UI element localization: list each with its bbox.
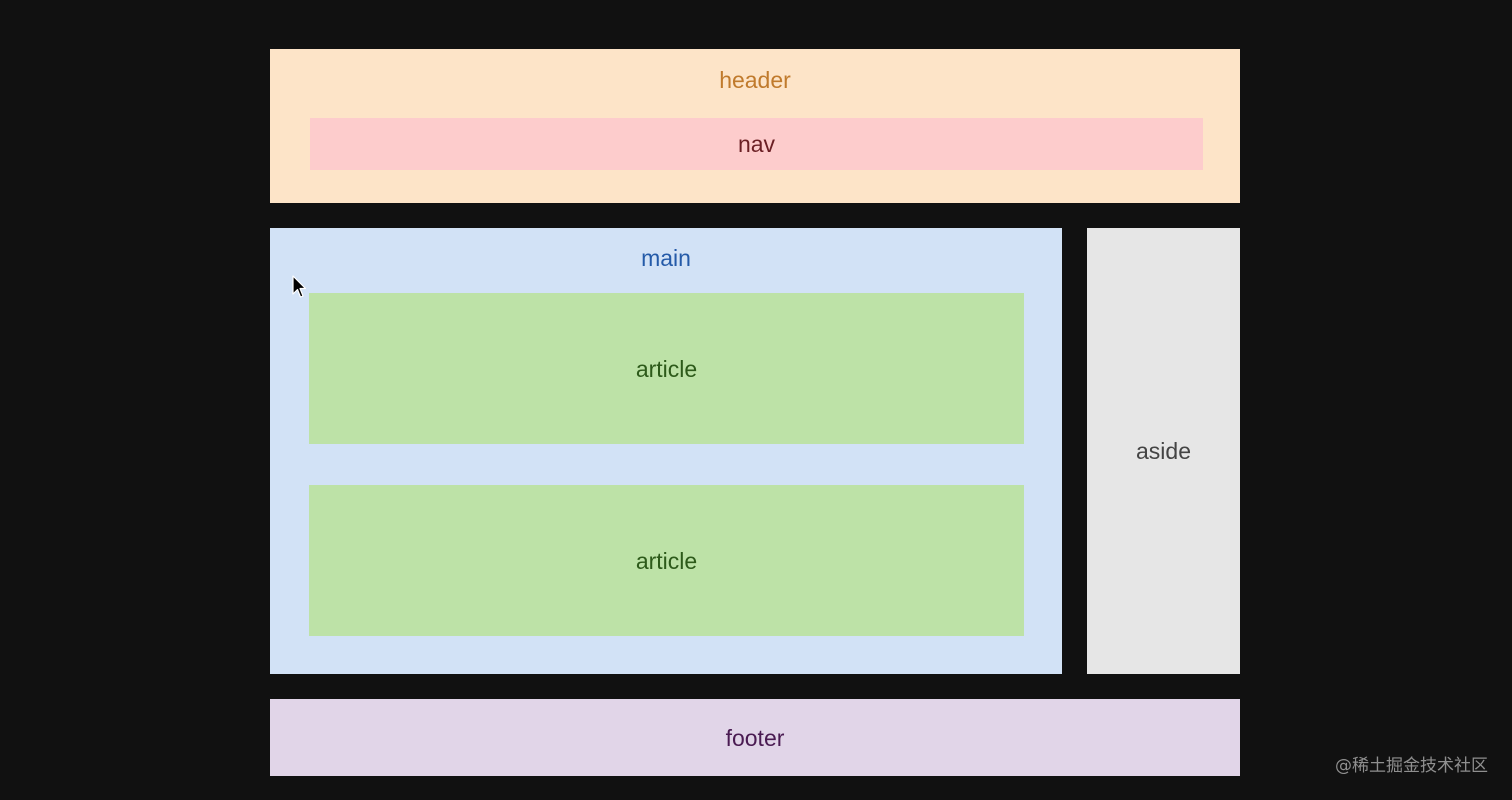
nav-label: nav [737,131,776,157]
main-label: main [641,245,691,271]
watermark-text: @稀土掘金技术社区 [1335,756,1488,776]
main-block: main article article [270,228,1062,674]
article-block: article [309,485,1024,636]
header-block: header nav [270,49,1240,203]
aside-label: aside [1136,438,1191,464]
nav-block: nav [310,118,1203,170]
aside-block: aside [1087,228,1240,674]
article-label: article [635,355,698,382]
article-label: article [635,547,698,574]
article-block: article [309,293,1024,444]
mouse-pointer-icon [292,275,306,298]
footer-block: footer [270,699,1240,776]
footer-label: footer [725,724,785,751]
header-label: header [719,67,791,93]
